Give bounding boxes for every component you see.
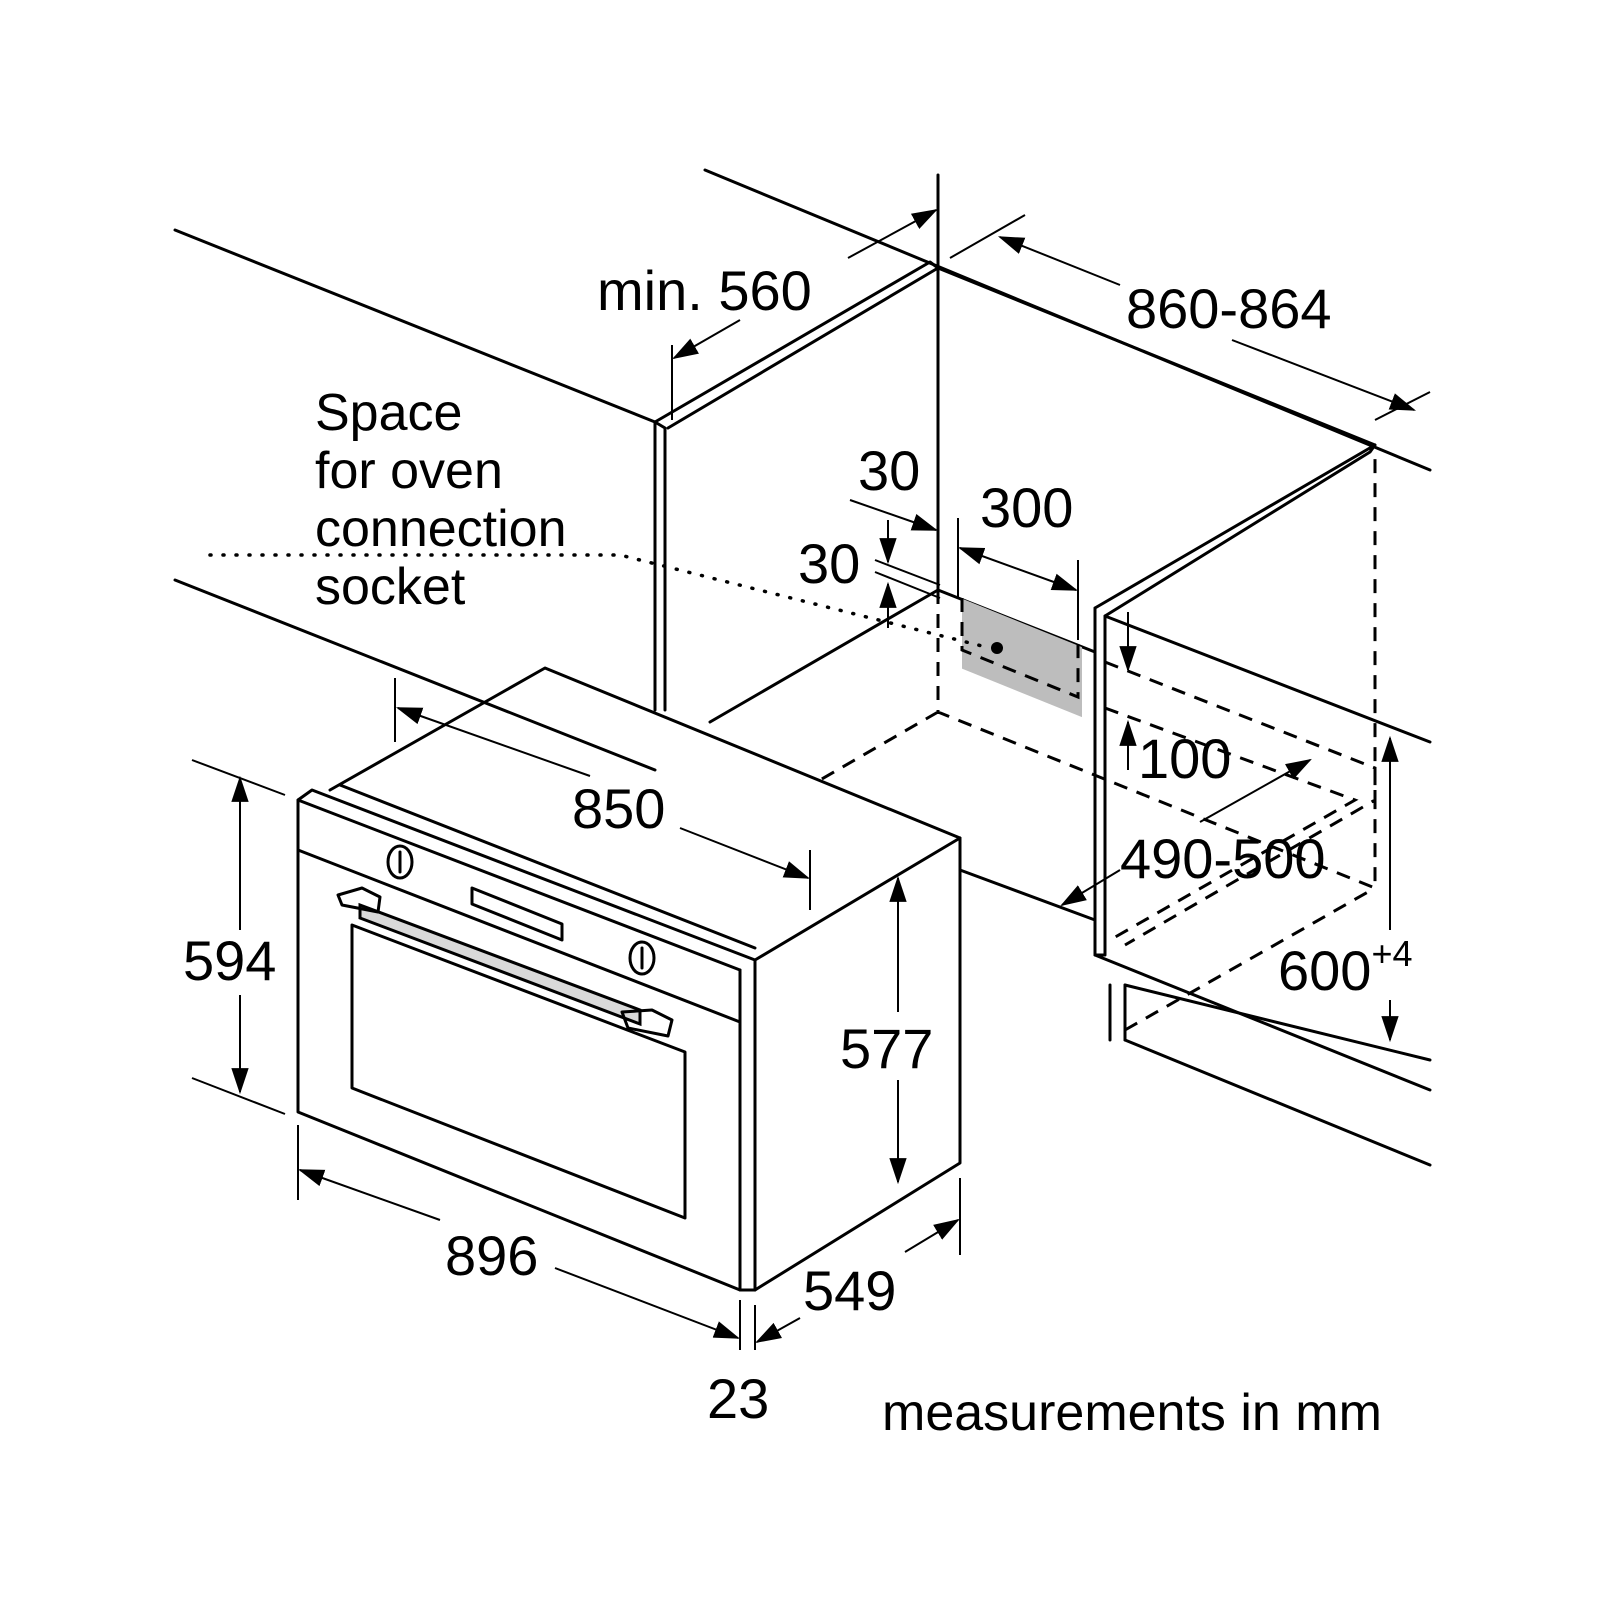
oven <box>296 666 962 1292</box>
oven-front-edge2 <box>296 798 742 972</box>
socket-area-outline <box>960 598 1080 700</box>
socket-note: Space for oven connection socket <box>315 384 567 616</box>
socket-note-line-4: socket <box>315 558 466 616</box>
socket-note-line-1: Space <box>315 384 462 442</box>
label-niche-depth: 490-500 <box>1120 827 1326 890</box>
label-socket-offset-a: 30 <box>858 439 920 502</box>
label-oven-depth: 549 <box>803 1259 896 1322</box>
socket-note-line-3: connection <box>315 500 567 558</box>
knob-right <box>628 940 656 976</box>
right-edge-upper <box>1103 614 1432 744</box>
cabinet-mid-edge-left <box>173 578 657 772</box>
oven-top-front <box>338 783 757 950</box>
dimension-lines <box>191 208 1431 1350</box>
oven-window <box>350 923 687 1220</box>
right-edge-lower1 <box>1123 983 1432 1062</box>
socket-leader <box>208 553 992 650</box>
label-front-thickness: 23 <box>707 1367 769 1430</box>
hidden-edges <box>819 452 1377 1032</box>
label-socket-offset-b: 30 <box>798 532 860 595</box>
control-panel-line <box>296 848 742 1024</box>
label-body-height: 577 <box>840 1017 933 1080</box>
label-socket-width: 300 <box>980 476 1073 539</box>
cabinet <box>173 168 1432 1167</box>
label-niche-height: 600+4 <box>1278 933 1412 1002</box>
label-units-note: measurements in mm <box>882 1384 1382 1442</box>
oven-handle <box>358 902 642 1027</box>
right-edge-lower2 <box>1123 1038 1432 1167</box>
right-edge-lower3 <box>1093 953 1432 1092</box>
label-min-depth: min. 560 <box>597 259 812 322</box>
niche-height-value: 600 <box>1278 939 1371 1002</box>
back-top-edge <box>936 266 1377 447</box>
knob-left <box>386 844 414 880</box>
handle-end-left <box>336 886 382 914</box>
right-side-panel <box>1093 443 1377 957</box>
floor-front-edge <box>958 868 1097 922</box>
label-oven-width: 896 <box>445 1224 538 1287</box>
socket-area <box>962 598 1082 718</box>
oven-top <box>328 666 962 840</box>
handle-end-right <box>620 1008 674 1038</box>
label-oven-height: 594 <box>183 929 276 992</box>
label-oven-body-width: 850 <box>572 777 665 840</box>
oven-body-right <box>753 836 962 1292</box>
oven-display <box>470 886 564 942</box>
label-gap-100: 100 <box>1138 727 1231 790</box>
socket-dot <box>991 642 1003 654</box>
label-niche-width: 860-864 <box>1126 277 1332 340</box>
socket-note-line-2: for oven <box>315 442 503 500</box>
oven-front <box>296 788 757 1292</box>
cabinet-top-edge-left <box>173 228 657 424</box>
niche-height-tolerance: +4 <box>1371 933 1412 974</box>
